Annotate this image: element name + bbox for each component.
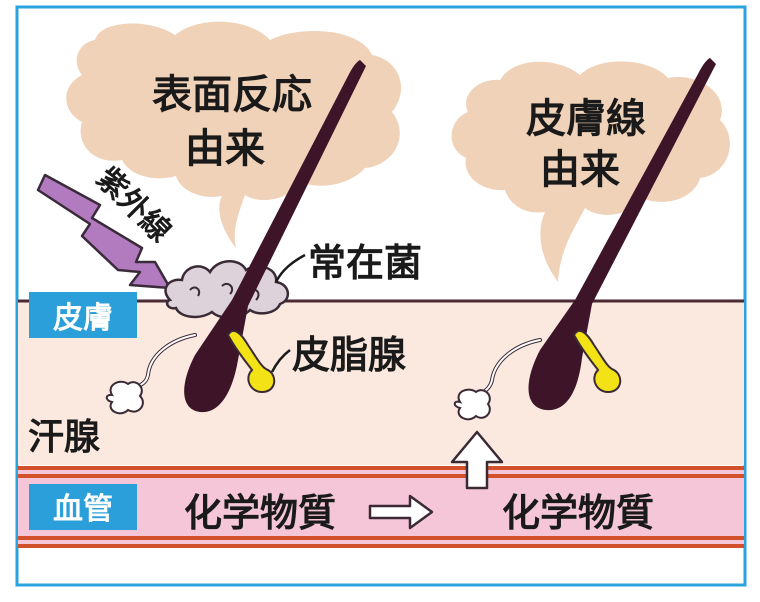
sebaceous-label: 皮脂腺 [292, 333, 407, 377]
sweat-coil-left [105, 380, 144, 415]
surface-origin-label-2: 由来 [185, 126, 265, 172]
hair-left [184, 60, 366, 413]
sebaceous-gland-right [572, 329, 622, 394]
chem-right-label: 化学物質 [502, 491, 654, 535]
skin-origin-label-1: 皮膚線 [526, 96, 646, 142]
chem-left-label: 化学物質 [184, 491, 336, 535]
cloud-surface-origin [66, 21, 402, 248]
skin-tag-bg [29, 292, 137, 338]
surface-origin-label-1: 表面反応 [152, 72, 312, 118]
uv-arrow [36, 173, 172, 290]
up-arrow [450, 430, 504, 490]
vessel-stripe-bottom-1 [18, 536, 744, 540]
vessel-stripe-bottom-2 [18, 544, 744, 548]
hair-right [528, 58, 716, 411]
skin-tag: 皮膚 [53, 301, 113, 336]
skin-layer [18, 300, 744, 465]
vessel-stripe-top-2 [18, 474, 744, 478]
right-arrow [368, 494, 434, 530]
vessel-tag: 血管 [53, 492, 113, 527]
bacteria-label: 常在菌 [308, 241, 422, 285]
cloud-skin-origin [451, 61, 730, 282]
bacteria-curl-2 [221, 282, 234, 295]
bacteria-curl-1 [189, 286, 201, 297]
sebaceous-leader-line [270, 349, 291, 373]
sweat-label: 汗腺 [28, 417, 101, 458]
sebaceous-gland-left [226, 329, 276, 394]
bacteria-leader-line [274, 253, 306, 283]
vessel-stripe-top-1 [18, 466, 744, 470]
skin-origin-label-2: 由来 [540, 147, 620, 193]
vessel-tag-bg [29, 484, 137, 530]
sweat-coil-right [453, 388, 491, 421]
